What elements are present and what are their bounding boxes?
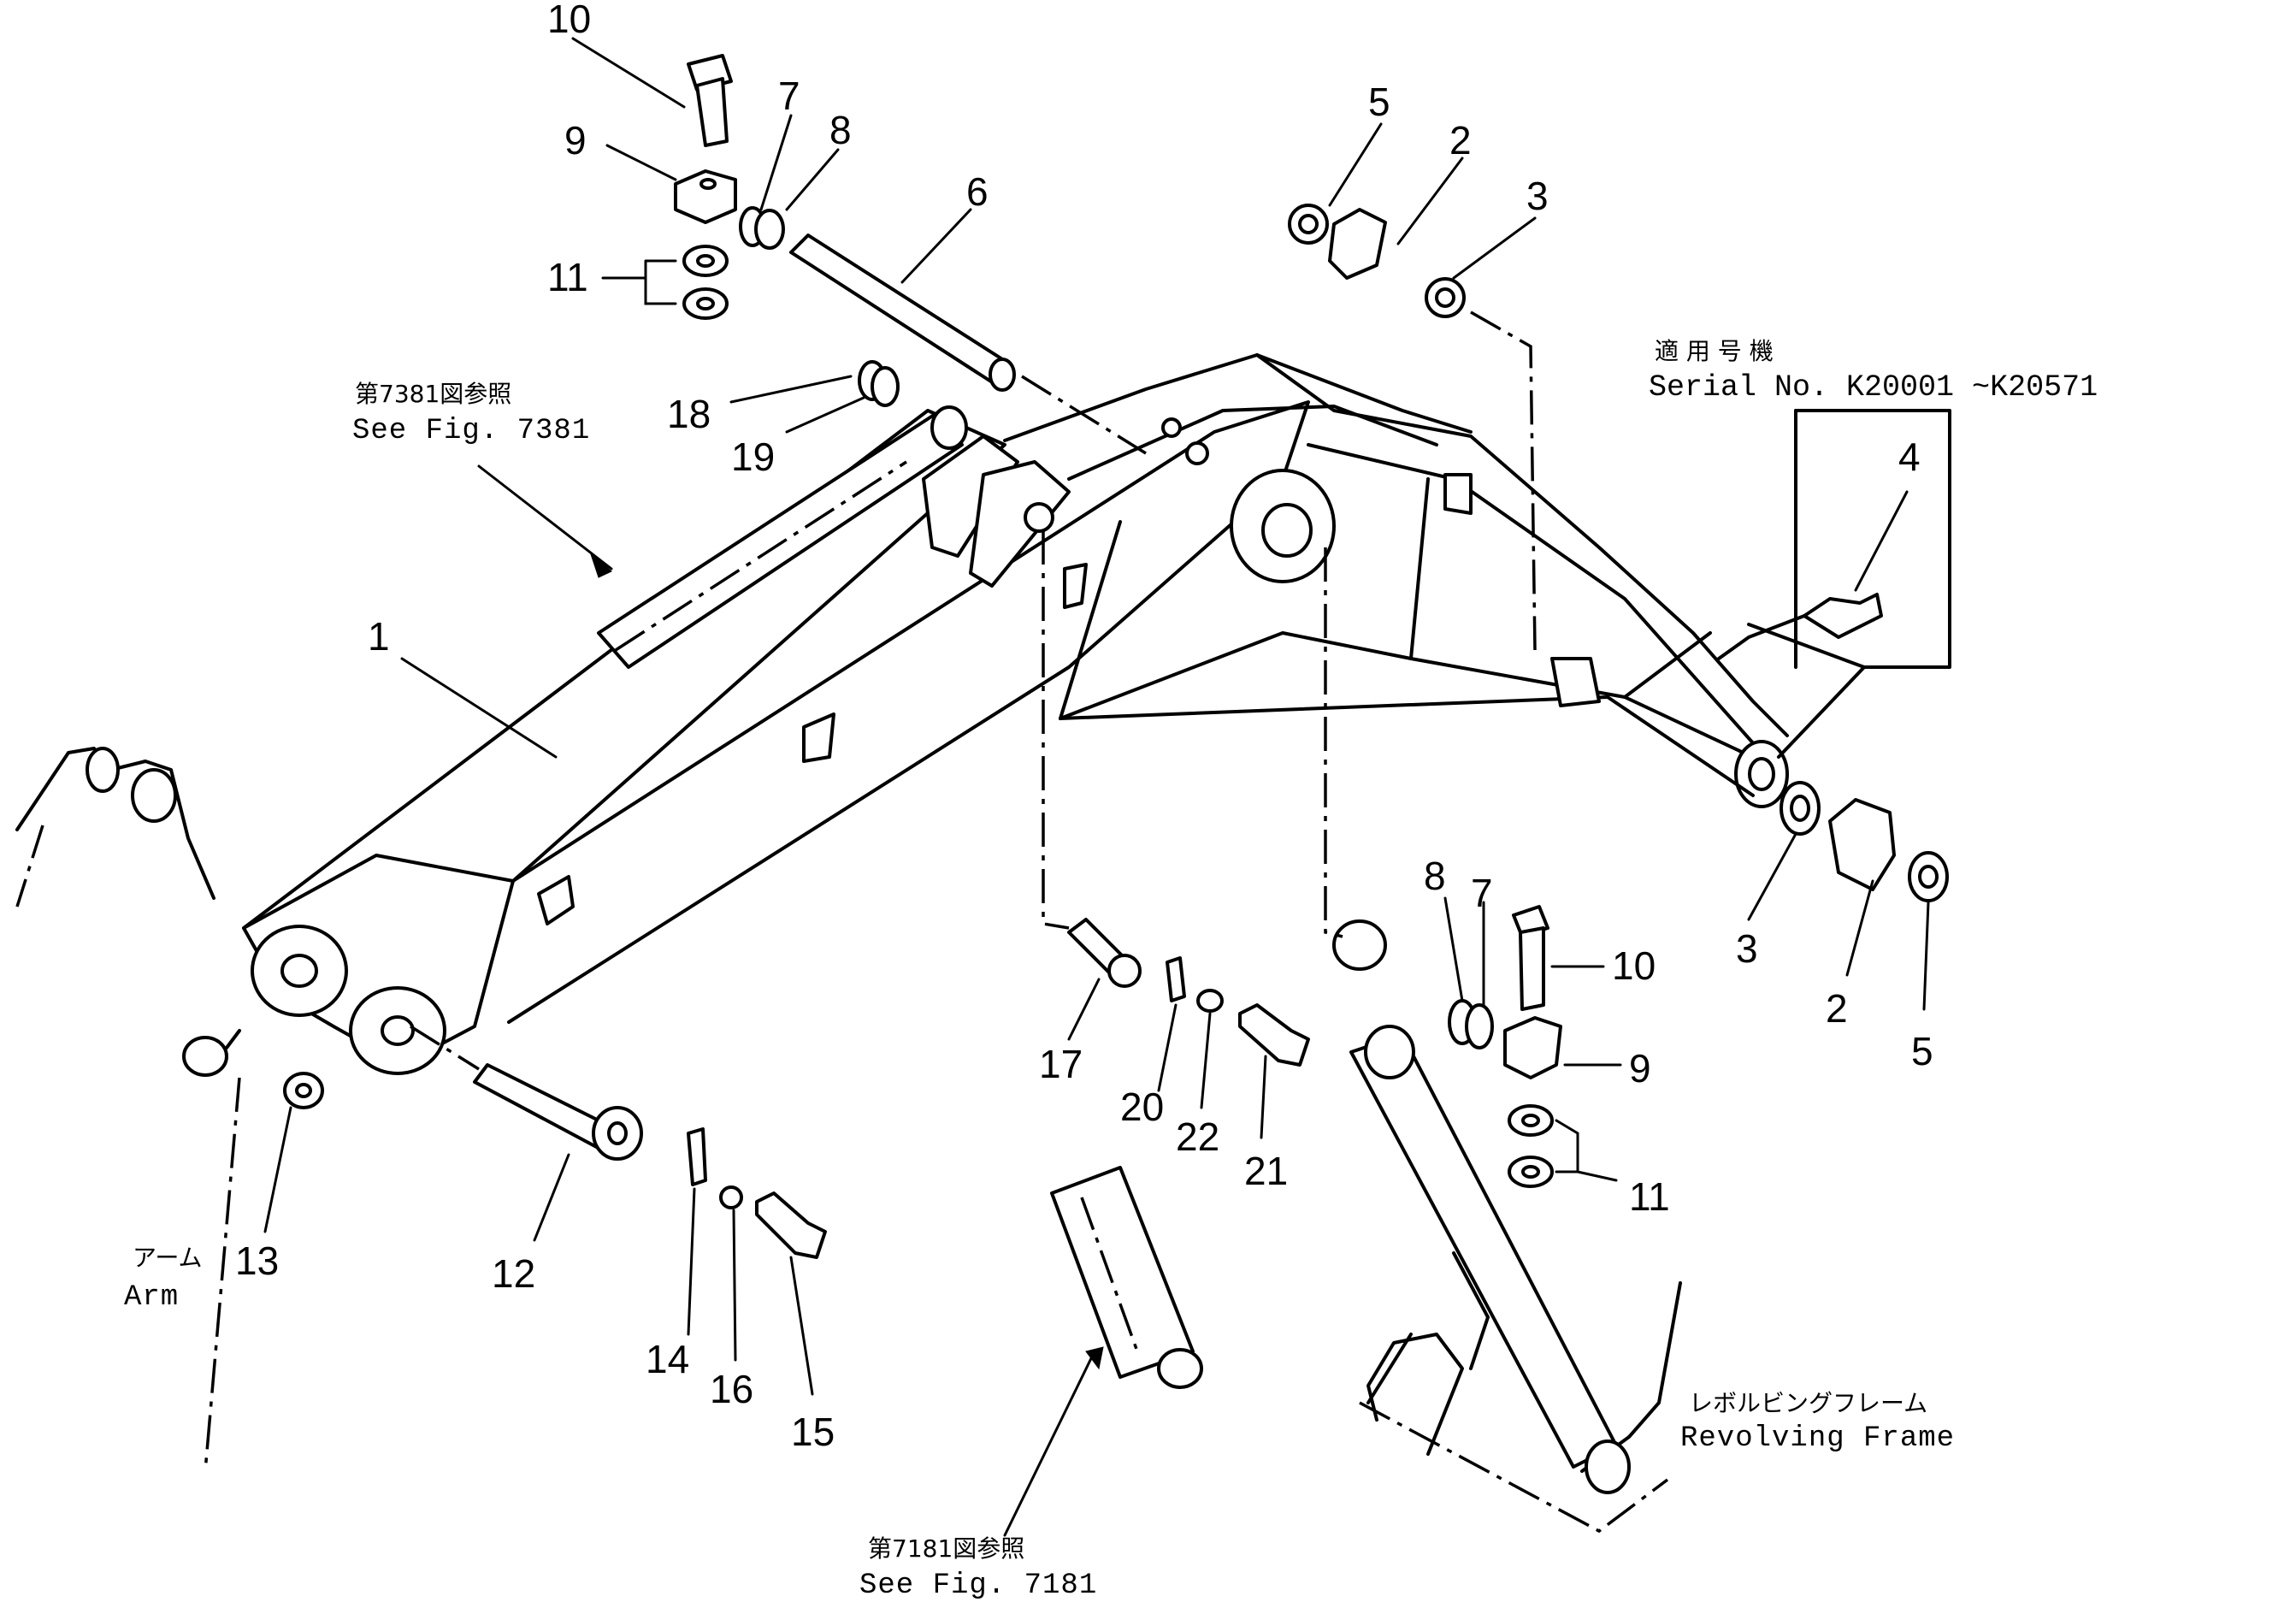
callout-2-bottom: 2: [1826, 986, 1848, 1031]
fig7181-ref-jp: 第7181図参照: [868, 1534, 1024, 1563]
callout-10-top: 10: [547, 0, 591, 41]
fig7181-ref-en: See Fig. 7181: [859, 1570, 1097, 1602]
callout-22: 22: [1176, 1114, 1219, 1159]
callout-20: 20: [1120, 1085, 1164, 1129]
callout-3-top: 3: [1526, 174, 1549, 218]
fig7381-ref-en: See Fig. 7381: [352, 415, 590, 447]
callout-11-bottom: 11: [1629, 1174, 1670, 1219]
callout-7-bottom: 7: [1471, 871, 1493, 915]
boom: [242, 353, 1789, 1075]
leader-lines: [263, 37, 1930, 1537]
bushing-set-top: [1288, 204, 1537, 651]
callout-12: 12: [492, 1251, 535, 1296]
block-9-top: [674, 169, 737, 224]
fig7381-ref-jp: 第7381図参照: [355, 380, 511, 408]
callout-labels: 10 9 7 8 11 6 18 19 1 5 2 3 4 3 2 5 8 7 …: [235, 0, 1933, 1454]
serial-label-en: Serial No. K20001 ~K20571: [1649, 370, 2098, 405]
revolving-frame: [1359, 1251, 1682, 1534]
callout-9-top: 9: [564, 118, 587, 163]
washers-7-8-top: [739, 206, 785, 250]
serial-box-4: [1717, 409, 1951, 759]
callout-8-top: 8: [829, 108, 852, 152]
callout-19: 19: [731, 435, 775, 479]
serial-label-jp: 適 用 号 機: [1655, 337, 1774, 365]
washer-18-19: [858, 360, 900, 407]
callout-13: 13: [235, 1239, 279, 1283]
callout-11-top: 11: [547, 255, 588, 299]
callout-2-top: 2: [1449, 118, 1472, 163]
callout-17: 17: [1039, 1042, 1083, 1086]
frame-label-en: Revolving Frame: [1680, 1422, 1955, 1455]
arm-label-en: Arm: [124, 1281, 179, 1314]
arm-label-jp: アーム: [133, 1244, 202, 1272]
arm-outline: [15, 747, 241, 1472]
bottom-pin-set: [1324, 547, 1562, 1188]
callout-3-bottom: 3: [1736, 926, 1758, 971]
callout-14: 14: [646, 1337, 689, 1381]
callout-8-bottom: 8: [1424, 854, 1446, 898]
callout-5-bottom: 5: [1911, 1029, 1933, 1073]
pin-17-set: [1042, 530, 1310, 1067]
callout-21: 21: [1244, 1149, 1288, 1193]
callout-15: 15: [791, 1410, 835, 1454]
cylinder-7181: [1050, 1166, 1203, 1389]
frame-label-jp: レボルビングフレーム: [1689, 1389, 1927, 1417]
callout-10-bottom: 10: [1612, 943, 1656, 988]
bushing-set-bottom: [1780, 781, 1949, 902]
callout-4: 4: [1898, 435, 1921, 479]
callout-1: 1: [368, 614, 390, 659]
callout-6: 6: [966, 169, 989, 214]
callout-18: 18: [667, 392, 711, 436]
callout-7-top: 7: [778, 74, 800, 118]
callout-9-bottom: 9: [1629, 1046, 1651, 1091]
boom-cylinder: [1332, 919, 1618, 1469]
washer-13: [283, 1072, 324, 1109]
reference-labels: 第7381図参照 See Fig. 7381 第7181図参照 See Fig.…: [124, 337, 2098, 1602]
nuts-11-top: [682, 245, 729, 320]
cylinder-7381: [597, 405, 968, 669]
pin-12-set: [410, 1025, 827, 1259]
callout-16: 16: [710, 1367, 753, 1411]
bolt-10-top: [687, 54, 733, 147]
pin-6: [789, 234, 1147, 455]
callout-5-top: 5: [1368, 80, 1390, 124]
